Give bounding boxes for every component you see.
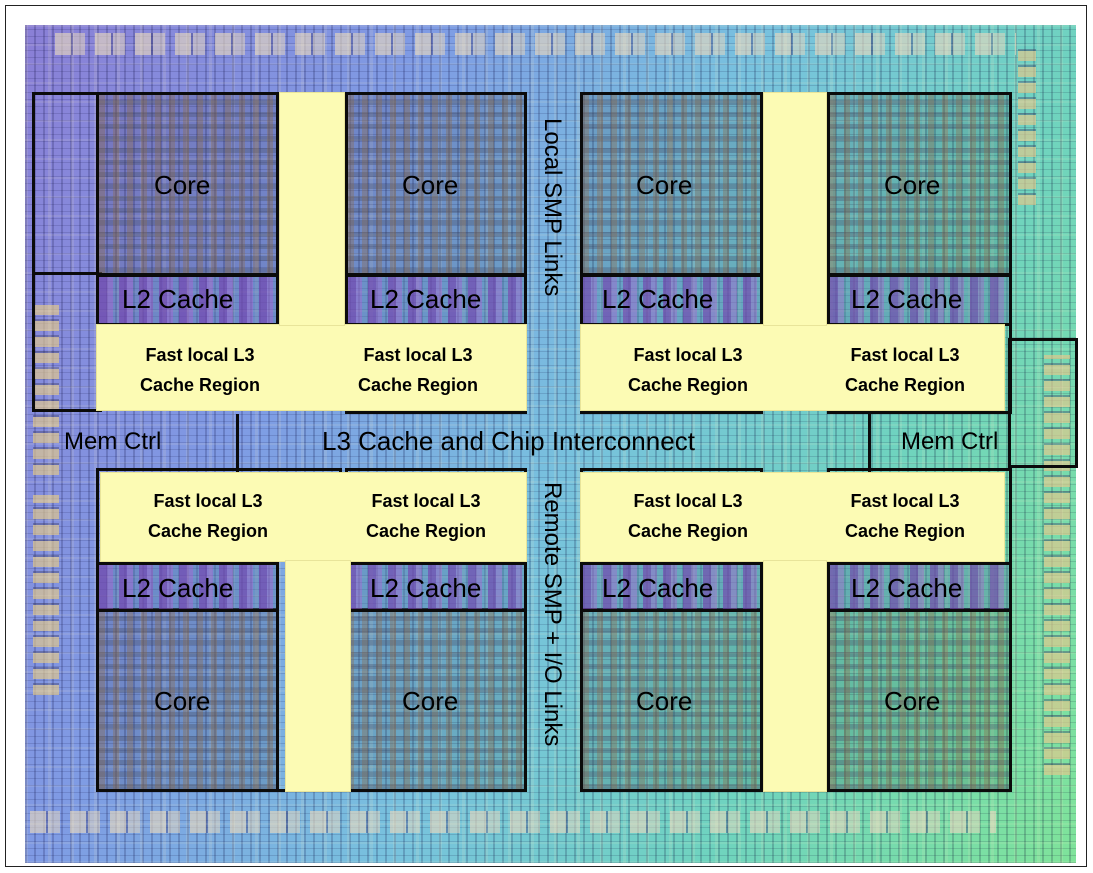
core-label: Core <box>154 686 211 716</box>
top-io-pads <box>55 33 1016 55</box>
core-label: Core <box>884 170 941 200</box>
fast-l3-label-line2: Cache Region <box>357 375 479 395</box>
core-label: Core <box>884 686 941 716</box>
fast-l3-label: Fast local L3 Cache Region <box>815 486 995 546</box>
core-label: Core <box>402 170 459 200</box>
fast-l3-label-line1: Fast local L3 <box>363 345 473 365</box>
left-io-pads-lower <box>33 495 59 695</box>
l2-cache-region <box>580 562 763 612</box>
mem-ctrl-right-label: Mem Ctrl <box>901 428 999 455</box>
fast-l3-label: Fast local L3 Cache Region <box>118 486 298 546</box>
left-io-pads <box>33 305 59 475</box>
fast-l3-label-line1: Fast local L3 <box>153 491 263 511</box>
l2-cache-label: L2 Cache <box>370 284 482 314</box>
core-label: Core <box>402 686 459 716</box>
core-region <box>827 92 1012 276</box>
l2-cache-region <box>345 562 527 612</box>
fast-l3-label-line1: Fast local L3 <box>371 491 481 511</box>
right-io-pads <box>1044 355 1070 775</box>
left-edge-outline <box>32 272 102 412</box>
core-region <box>96 92 279 276</box>
fast-l3-label: Fast local L3 Cache Region <box>328 340 508 400</box>
l2-cache-label: L2 Cache <box>602 573 714 603</box>
fast-l3-region-band <box>100 472 527 562</box>
fast-l3-label: Fast local L3 Cache Region <box>336 486 516 546</box>
fast-l3-label-line2: Cache Region <box>139 375 261 395</box>
fast-l3-label-line1: Fast local L3 <box>145 345 255 365</box>
fast-l3-label-line2: Cache Region <box>627 375 749 395</box>
fast-l3-region-stem <box>763 560 827 792</box>
fast-l3-label-line1: Fast local L3 <box>850 491 960 511</box>
fast-l3-region-band <box>580 472 1005 562</box>
fast-l3-label-line2: Cache Region <box>844 521 966 541</box>
fast-l3-label-line1: Fast local L3 <box>633 345 743 365</box>
interconnect-label: L3 Cache and Chip Interconnect <box>322 426 695 456</box>
core-region <box>580 608 763 792</box>
l2-cache-region <box>96 274 279 326</box>
core-label: Core <box>636 170 693 200</box>
remote-smp-io-links-label: Remote SMP + I/O Links <box>539 482 566 747</box>
right-top-pads <box>1018 45 1036 205</box>
l2-cache-label: L2 Cache <box>122 284 234 314</box>
fast-l3-label: Fast local L3 Cache Region <box>598 486 778 546</box>
fast-l3-label-line2: Cache Region <box>365 521 487 541</box>
core-region <box>827 608 1012 792</box>
fast-l3-label: Fast local L3 Cache Region <box>110 340 290 400</box>
right-edge-outline <box>1008 338 1078 468</box>
mem-ctrl-left-label: Mem Ctrl <box>64 428 162 455</box>
fast-l3-label-line2: Cache Region <box>147 521 269 541</box>
fast-l3-label: Fast local L3 Cache Region <box>815 340 995 400</box>
fast-l3-label-line1: Fast local L3 <box>633 491 743 511</box>
l2-cache-region <box>827 562 1012 612</box>
chip-die-photo <box>25 25 1076 863</box>
l2-cache-region <box>96 562 279 612</box>
l2-cache-label: L2 Cache <box>851 573 963 603</box>
local-smp-links-label: Local SMP Links <box>539 118 566 297</box>
core-region <box>96 608 279 792</box>
core-label: Core <box>636 686 693 716</box>
core-region <box>345 92 527 276</box>
l2-cache-label: L2 Cache <box>851 284 963 314</box>
fast-l3-region-band <box>580 324 1005 411</box>
fast-l3-label-line2: Cache Region <box>844 375 966 395</box>
fast-l3-region-stem <box>279 92 345 326</box>
l2-cache-label: L2 Cache <box>122 573 234 603</box>
interconnect-outline <box>236 414 871 472</box>
l2-cache-label: L2 Cache <box>602 284 714 314</box>
fast-l3-region-stem <box>763 92 827 326</box>
fast-l3-region-stem <box>285 560 351 792</box>
fast-l3-label-line2: Cache Region <box>627 521 749 541</box>
l2-cache-region <box>580 274 763 326</box>
l2-cache-label: L2 Cache <box>370 573 482 603</box>
core-label: Core <box>154 170 211 200</box>
fast-l3-region-band <box>96 324 527 411</box>
fast-l3-label-line1: Fast local L3 <box>850 345 960 365</box>
l2-cache-region <box>827 274 1012 326</box>
bottom-io-pads <box>30 811 996 833</box>
fast-l3-label: Fast local L3 Cache Region <box>598 340 778 400</box>
